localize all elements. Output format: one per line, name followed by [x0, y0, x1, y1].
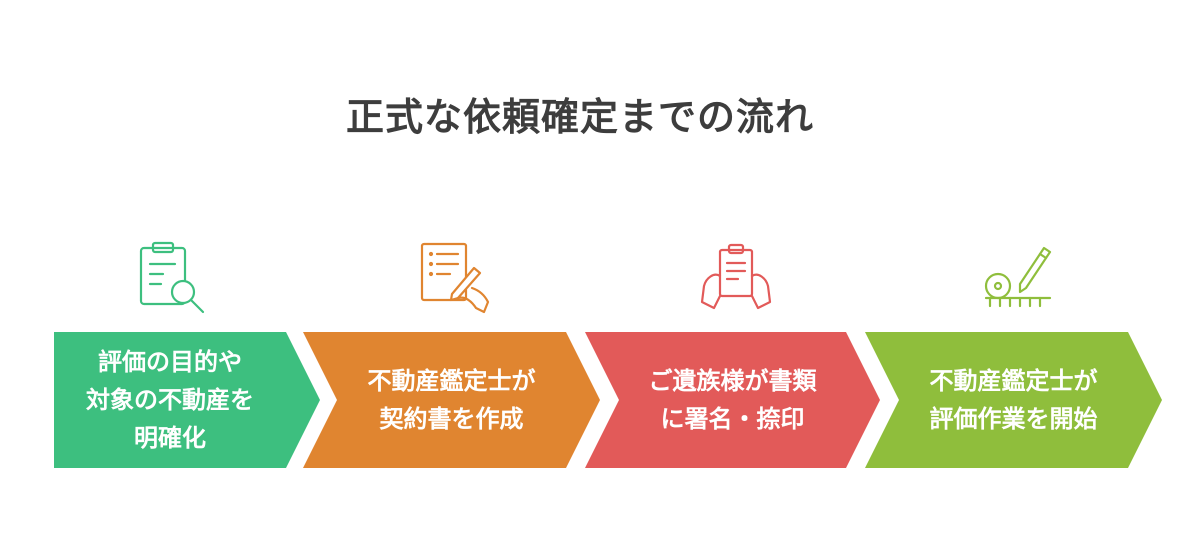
- step-1-line-2: 対象の不動産を: [86, 386, 254, 414]
- diagram-title: 正式な依頼確定までの流れ: [345, 95, 814, 139]
- document-signing-icon: [414, 236, 494, 316]
- step-4-arrow: [865, 332, 1162, 468]
- step-3-line-2: に署名・捺印: [660, 405, 805, 433]
- step-3-text: ご遺族様が書類 に署名・捺印: [619, 332, 846, 468]
- step-3-line-1: ご遺族様が書類: [648, 367, 817, 395]
- step-1-arrow: [54, 332, 320, 468]
- step-2-line-1: 不動産鑑定士が: [367, 367, 536, 395]
- step-1-line-3: 明確化: [134, 424, 206, 452]
- step-2-line-2: 契約書を作成: [379, 405, 524, 433]
- step-1-text: 評価の目的や 対象の不動産を 明確化: [54, 332, 286, 468]
- step-4-line-1: 不動産鑑定士が: [929, 367, 1098, 395]
- step-4-line-2: 評価作業を開始: [929, 405, 1098, 433]
- step-3-arrow: [585, 332, 880, 468]
- hands-holding-document-icon: [696, 236, 776, 316]
- step-4-text: 不動産鑑定士が 評価作業を開始: [899, 332, 1128, 468]
- clipboard-search-icon: [133, 236, 213, 316]
- step-2-text: 不動産鑑定士が 契約書を作成: [337, 332, 566, 468]
- step-1-line-1: 評価の目的や: [98, 348, 242, 376]
- step-2-arrow: [303, 332, 600, 468]
- measuring-tools-icon: [978, 236, 1058, 316]
